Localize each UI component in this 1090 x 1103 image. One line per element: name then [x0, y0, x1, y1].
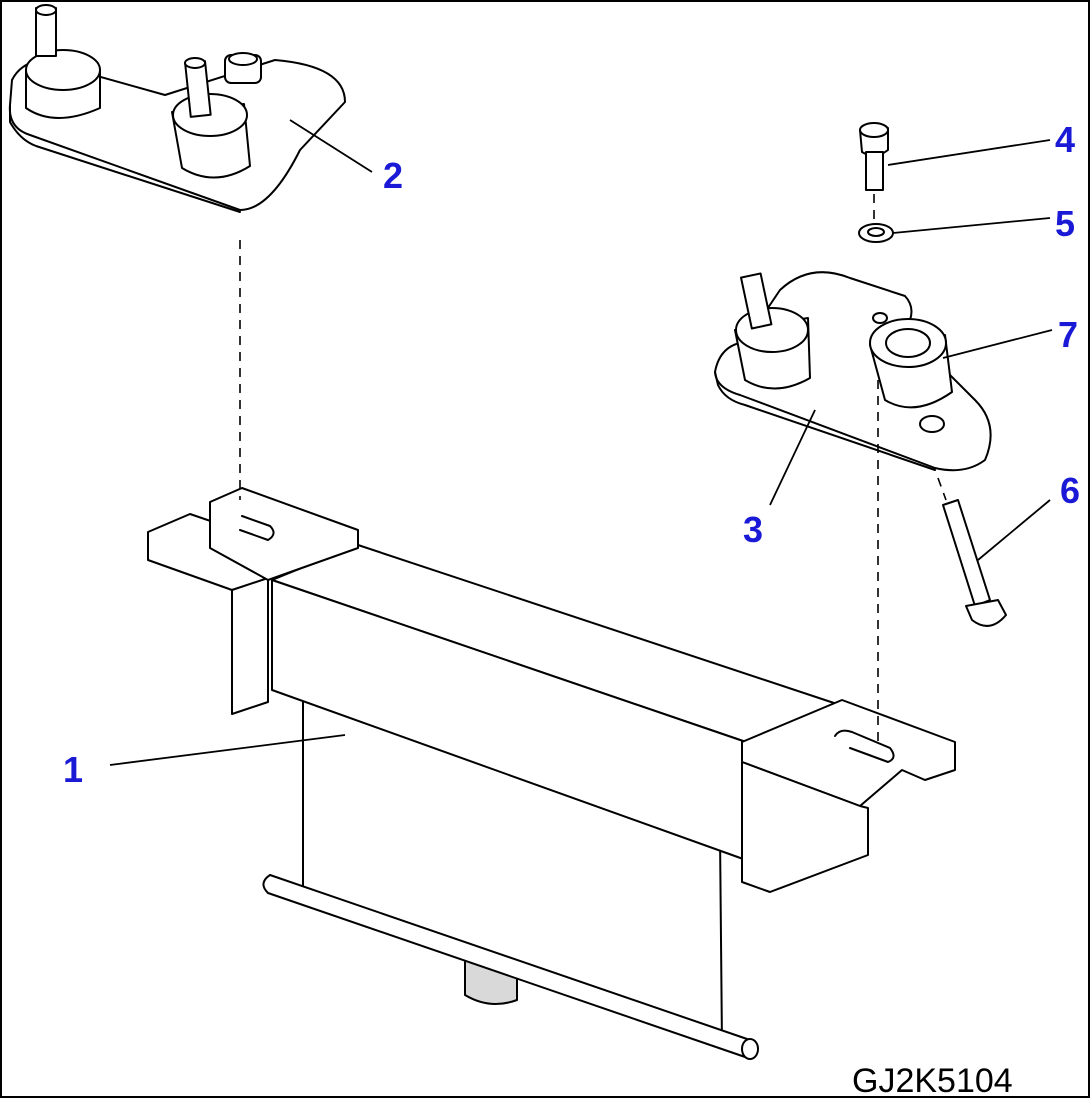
part-1-left-slot-plate	[209, 487, 359, 581]
part-1-bottom-stub	[464, 960, 518, 1005]
leader-4	[887, 139, 1051, 166]
part-3-left-bushing-top	[735, 307, 809, 353]
callout-4: 4	[1055, 119, 1075, 160]
part-3-plate	[714, 271, 992, 472]
leader-6	[977, 499, 1051, 561]
part-2-right-stud-tip	[184, 57, 206, 69]
part-7-sleeve	[869, 318, 953, 409]
callout-2: 2	[383, 155, 403, 196]
leader-3	[769, 409, 816, 506]
callout-5: 5	[1055, 203, 1075, 244]
part-1-bracket	[147, 487, 956, 1060]
part-3-left-stud	[740, 272, 773, 330]
part-1-right-leg	[741, 761, 869, 893]
callout-1: 1	[63, 749, 83, 790]
part-3-hole-bottom	[919, 415, 945, 433]
part-2-left-stud-tip	[35, 4, 57, 16]
part-2-right-stud	[184, 60, 212, 118]
part-4-screw-head-top	[859, 122, 889, 138]
part-7-sleeve-bore	[885, 328, 931, 358]
leader-7	[942, 329, 1053, 359]
part-2-bolt-top	[228, 52, 258, 66]
leader-5	[892, 217, 1051, 234]
drawing-id: GJ2K5104	[852, 1062, 1013, 1098]
part-3-hole-top	[872, 312, 888, 324]
callout-3: 3	[743, 509, 763, 550]
part-4-screw	[859, 122, 889, 191]
leader-1	[109, 734, 346, 766]
part-1-left-leg	[231, 577, 269, 715]
part-5-washer-inner	[867, 227, 885, 237]
part-4-screw-shank	[865, 151, 884, 191]
part-1-left-slot	[239, 515, 275, 541]
part-2-plate-edge	[9, 104, 241, 213]
callout-7: 7	[1058, 314, 1078, 355]
part-3-plate-edge	[714, 371, 936, 471]
callout-6: 6	[1060, 470, 1080, 511]
part-5-washer	[858, 223, 894, 243]
part-2-plate	[8, 4, 346, 213]
assembly-line-part-6	[937, 477, 947, 501]
part-1-right-slot	[834, 729, 895, 763]
part-1-rod-end	[741, 1038, 759, 1060]
part-6-bolt	[942, 499, 1007, 627]
part-2-left-bushing-top	[25, 49, 101, 91]
leader-2	[289, 119, 373, 173]
part-6-bolt-head	[965, 599, 1007, 627]
part-6-bolt-shank	[942, 499, 991, 607]
